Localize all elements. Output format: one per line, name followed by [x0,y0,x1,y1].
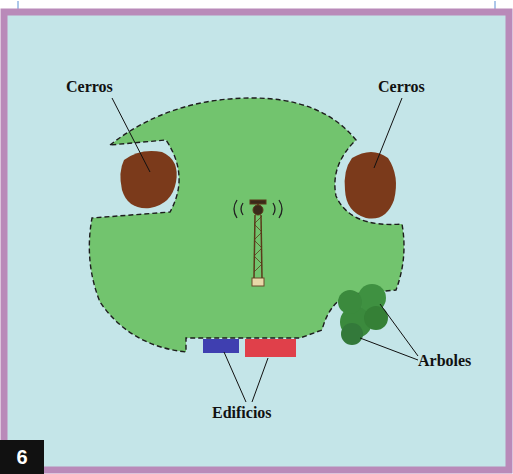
hill-right [345,152,396,219]
leader-lines [112,98,418,402]
hill-label: Cerros [66,78,113,96]
antenna-tower [234,200,282,286]
trees [338,284,388,345]
hill-label: Cerros [378,78,425,96]
trees-label: Arboles [418,352,471,370]
buildings-label: Edificios [212,404,272,422]
building-red [245,339,296,357]
building-blue [203,339,239,353]
figure-number: 6 [0,440,44,474]
hill-left [120,151,176,208]
coverage-area [89,98,404,352]
frame-panel [4,12,509,470]
